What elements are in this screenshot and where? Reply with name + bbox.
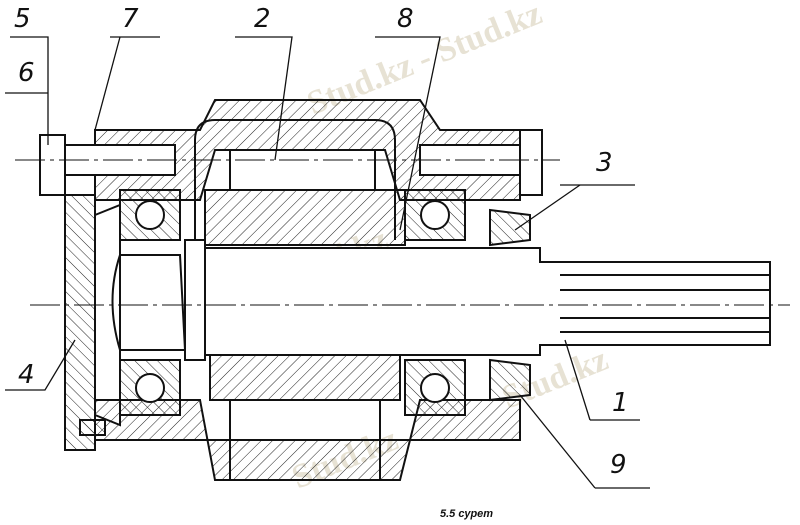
label-3: 3 (596, 148, 613, 178)
label-9: 9 (610, 450, 627, 480)
label-8: 8 (397, 4, 414, 34)
label-5: 5 (14, 4, 31, 34)
label-7: 7 (122, 4, 139, 34)
label-4: 4 (18, 360, 35, 390)
label-1: 1 (612, 388, 629, 418)
figure-caption: 5.5 сурет (440, 508, 494, 520)
label-6: 6 (18, 58, 35, 88)
label-2: 2 (254, 4, 271, 34)
